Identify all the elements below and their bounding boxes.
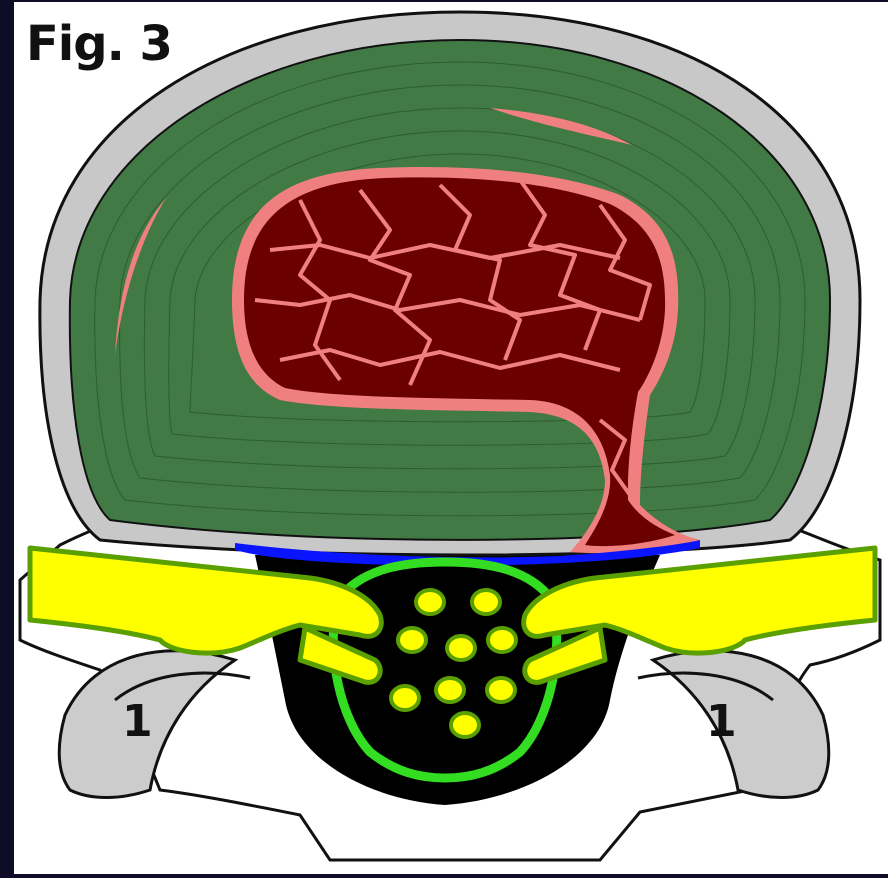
nerve-fiber-7	[436, 678, 464, 702]
nerve-fiber-2	[472, 590, 500, 614]
nerve-fiber-6	[391, 686, 419, 710]
nerve-fiber-9	[451, 713, 479, 737]
facet-marker-left: 1	[122, 696, 153, 747]
nerve-fiber-3	[398, 628, 426, 652]
nerve-fiber-1	[416, 590, 444, 614]
facet-marker-right: 1	[706, 696, 737, 747]
figure-label: Fig. 3	[26, 16, 172, 72]
nerve-fiber-5	[488, 628, 516, 652]
nerve-fiber-8	[487, 678, 515, 702]
nerve-fiber-4	[447, 636, 475, 660]
